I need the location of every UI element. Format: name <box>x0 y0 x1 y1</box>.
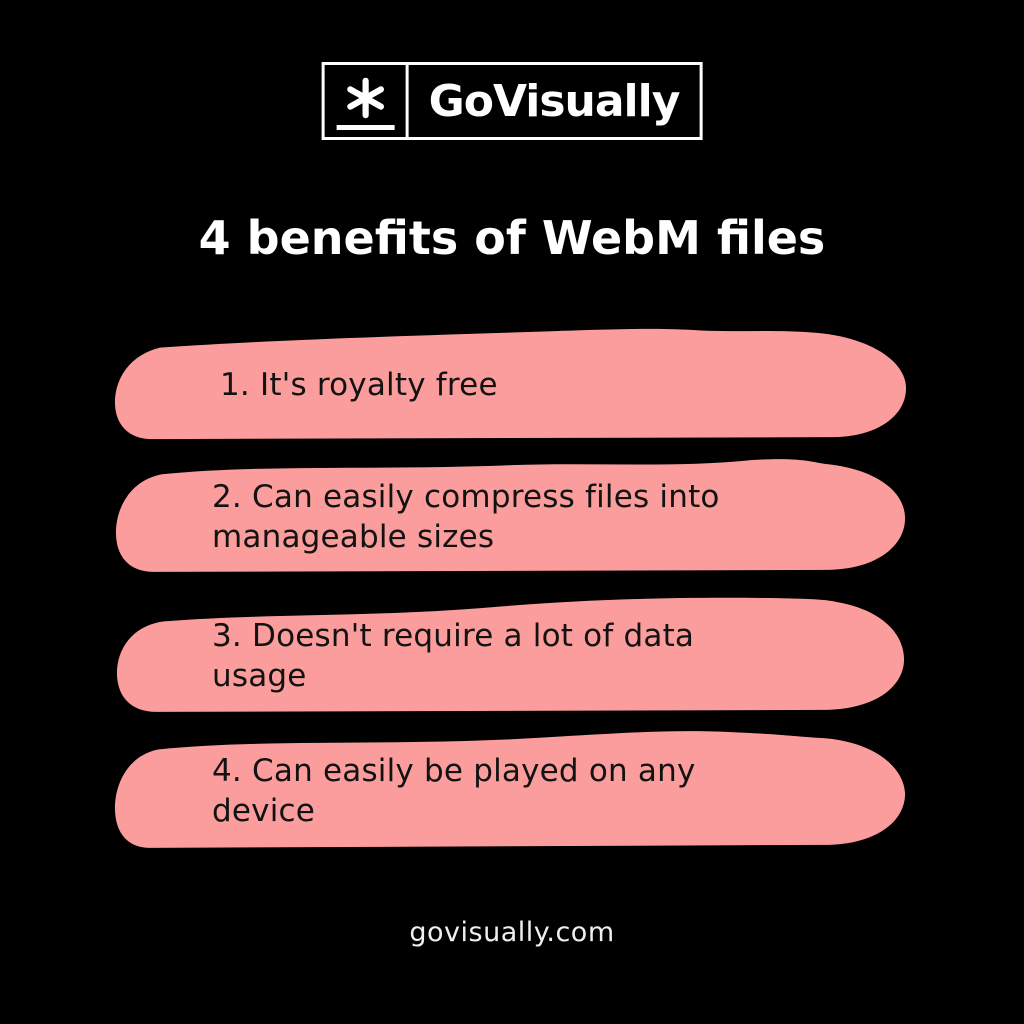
asterisk-icon <box>346 77 384 118</box>
benefit-card-2: 2. Can easily compress files into manage… <box>112 456 911 578</box>
benefit-card-4: 4. Can easily be played on any device <box>112 729 911 852</box>
benefit-line: 4. Can easily be played on any <box>212 752 696 789</box>
benefit-card-3: 3. Doesn't require a lot of data usage <box>112 595 911 717</box>
logo-underline <box>336 124 395 130</box>
benefit-line: manageable sizes <box>212 519 495 555</box>
benefit-text: 4. Can easily be played on any device <box>112 729 911 852</box>
logo-icon-cell <box>325 65 409 137</box>
blob-shape <box>115 459 906 572</box>
govisually-logo: GoVisually <box>321 62 703 140</box>
benefit-line: 3. Doesn't require a lot of data <box>212 618 695 654</box>
benefit-line: 1. It's royalty free <box>220 367 498 403</box>
benefit-line: 2. Can easily compress files into <box>212 479 720 515</box>
benefit-text: 3. Doesn't require a lot of data usage <box>112 595 911 717</box>
benefit-text: 1. It's royalty free <box>112 326 911 444</box>
blob-shape <box>116 597 905 712</box>
benefit-line: device <box>212 792 316 829</box>
benefit-text: 2. Can easily compress files into manage… <box>112 456 911 578</box>
page-title: 4 benefits of WebM files <box>198 211 826 265</box>
footer-website-url: govisually.com <box>409 917 615 948</box>
blob-shape <box>114 731 906 848</box>
benefit-line: usage <box>212 658 307 694</box>
benefit-card-1: 1. It's royalty free <box>112 326 911 444</box>
logo-brand-text: GoVisually <box>428 75 681 127</box>
blob-shape <box>114 328 907 440</box>
